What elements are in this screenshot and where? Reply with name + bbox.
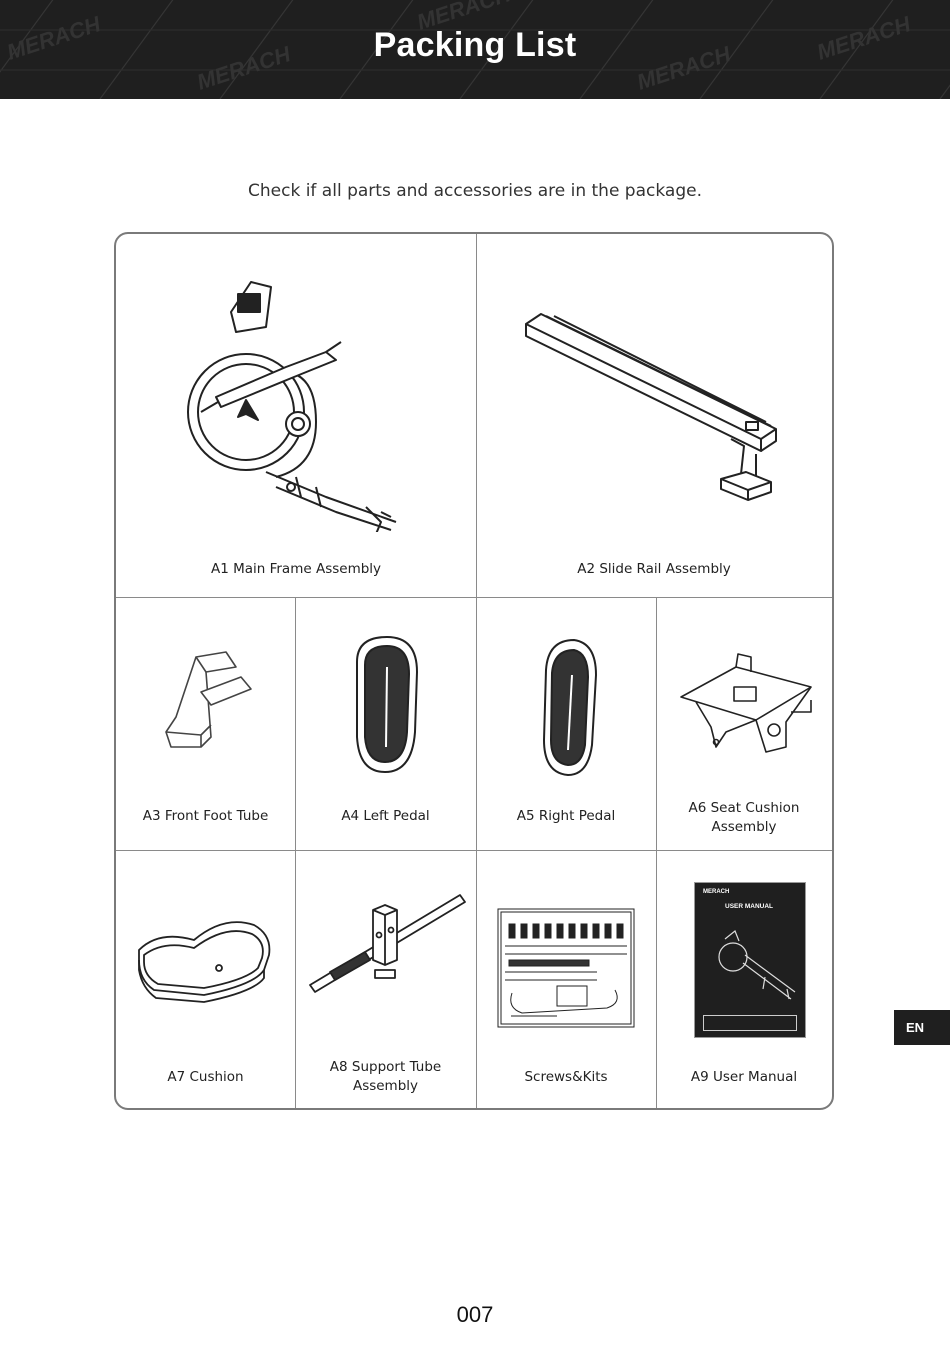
part-label: A7 Cushion <box>167 1069 244 1085</box>
part-cell-a5: A5 Right Pedal <box>476 597 656 850</box>
part-label: A3 Front Foot Tube <box>142 808 269 824</box>
slide-rail-drawing-icon <box>525 313 777 501</box>
part-label: A5 Right Pedal <box>516 808 616 824</box>
merach-watermark-pattern: MERACH MERACH MERACH MERACH MERACH <box>0 0 950 99</box>
front-foot-tube-drawing-icon <box>165 651 252 748</box>
right-pedal-drawing-icon <box>542 638 598 777</box>
grid-divider <box>116 597 832 598</box>
intro-text: Check if all parts and accessories are i… <box>248 181 702 201</box>
part-label: Screws&Kits <box>524 1069 608 1085</box>
part-cell-a4: A4 Left Pedal <box>295 597 476 850</box>
manual-title: USER MANUAL <box>725 903 774 910</box>
grid-divider <box>295 597 296 1108</box>
packing-list-grid: A1 Main Frame Assembly A2 Slide Rail Ass… <box>114 232 834 1110</box>
part-cell-a9: MERACH USER MANUAL A9 User Manual <box>656 850 832 1108</box>
page-header: MERACH MERACH MERACH MERACH MERACH Packi… <box>0 0 950 99</box>
part-cell-a6: A6 Seat Cushion Assembly <box>656 597 832 850</box>
screws-kits-drawing-icon <box>497 908 635 1028</box>
grid-divider <box>656 597 657 1108</box>
part-label: A8 Support Tube Assembly <box>329 1059 442 1094</box>
user-manual-cover: MERACH USER MANUAL <box>694 882 806 1038</box>
main-frame-drawing-icon <box>187 281 397 532</box>
part-label: A2 Slide Rail Assembly <box>577 561 731 577</box>
support-tube-drawing-icon <box>309 894 466 993</box>
cushion-drawing-icon <box>138 921 271 1003</box>
seat-cushion-assembly-drawing-icon <box>680 653 812 753</box>
language-tab: EN <box>894 1010 950 1045</box>
part-cell-a8: A8 Support Tube Assembly <box>295 850 476 1108</box>
rowing-machine-icon <box>718 930 796 1000</box>
part-label: A6 Seat Cushion Assembly <box>688 800 800 835</box>
page-title: Packing List <box>373 26 577 64</box>
grid-divider <box>476 234 477 1108</box>
grid-divider <box>116 850 832 851</box>
part-cell-a7: A7 Cushion <box>116 850 295 1108</box>
part-label: A9 User Manual <box>690 1069 798 1085</box>
part-cell-a2: A2 Slide Rail Assembly <box>476 234 832 597</box>
part-cell-screws-kits: Screws&Kits <box>476 850 656 1108</box>
manual-brand: MERACH <box>703 889 730 895</box>
part-label: A1 Main Frame Assembly <box>210 561 382 577</box>
part-label: A4 Left Pedal <box>341 808 430 824</box>
part-cell-a1: A1 Main Frame Assembly <box>116 234 476 597</box>
left-pedal-drawing-icon <box>356 635 419 774</box>
page-number: 007 <box>456 1302 494 1327</box>
manual-footer-box <box>703 1015 797 1031</box>
part-cell-a3: A3 Front Foot Tube <box>116 597 295 850</box>
